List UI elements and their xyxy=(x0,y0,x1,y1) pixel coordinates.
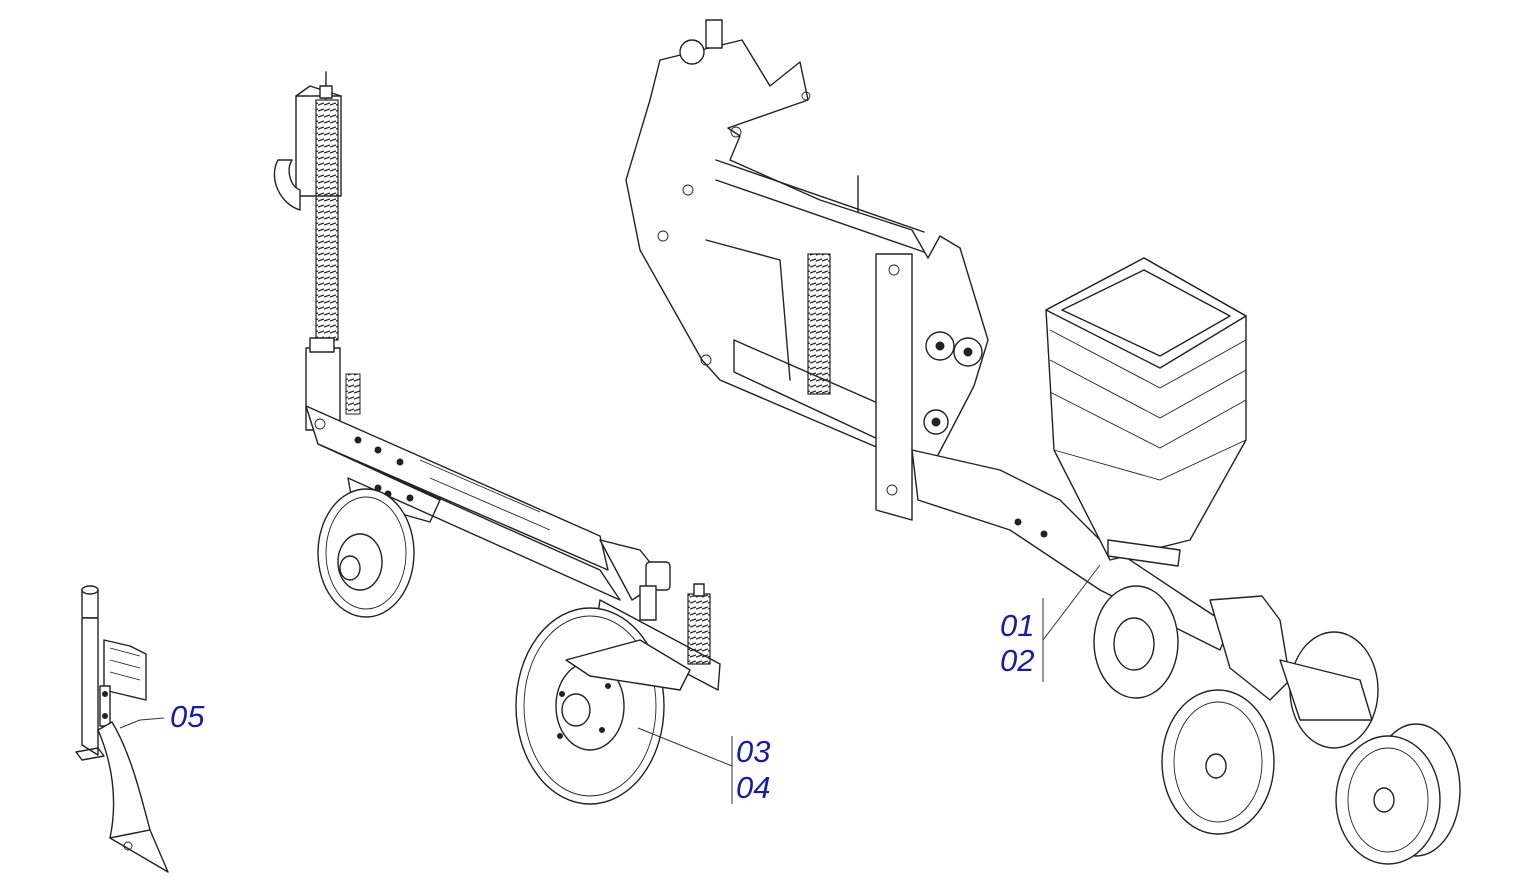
callout-05: 05 xyxy=(119,699,205,734)
callout-label-02: 02 xyxy=(1000,643,1034,678)
planter-row-unit xyxy=(625,19,1461,865)
callout-label-01: 01 xyxy=(1000,608,1034,643)
callout-01-02: 01 02 xyxy=(1000,564,1101,682)
callout-label-03: 03 xyxy=(736,734,770,769)
callout-03-04: 03 04 xyxy=(637,727,770,805)
callout-label-05: 05 xyxy=(170,699,205,734)
disc-opener-assembly xyxy=(273,71,721,805)
shank-tool xyxy=(75,585,169,873)
callout-label-04: 04 xyxy=(736,770,770,805)
